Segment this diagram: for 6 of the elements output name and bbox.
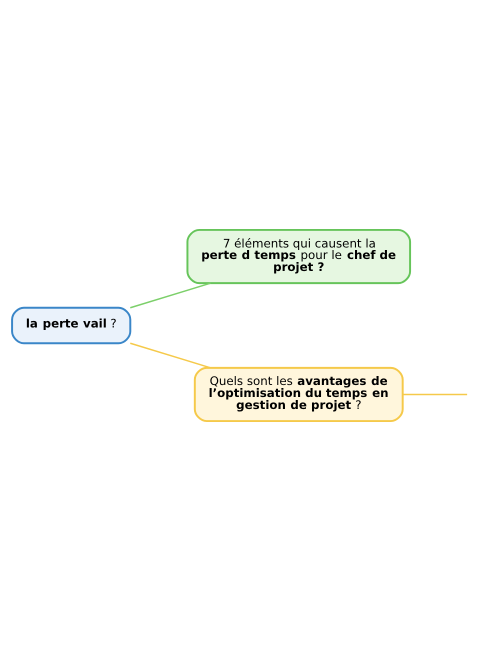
connector [130,282,211,308]
node-box: Quels sont les avantages de l’optimisation du temps en gestion de projet ? [194,366,404,422]
node-box: 7 éléments qui causent la perte d temps pour le chef de projet ? [186,228,412,284]
connector [402,393,468,395]
connector [130,342,211,368]
node-box: la perte vail ? [11,306,132,344]
